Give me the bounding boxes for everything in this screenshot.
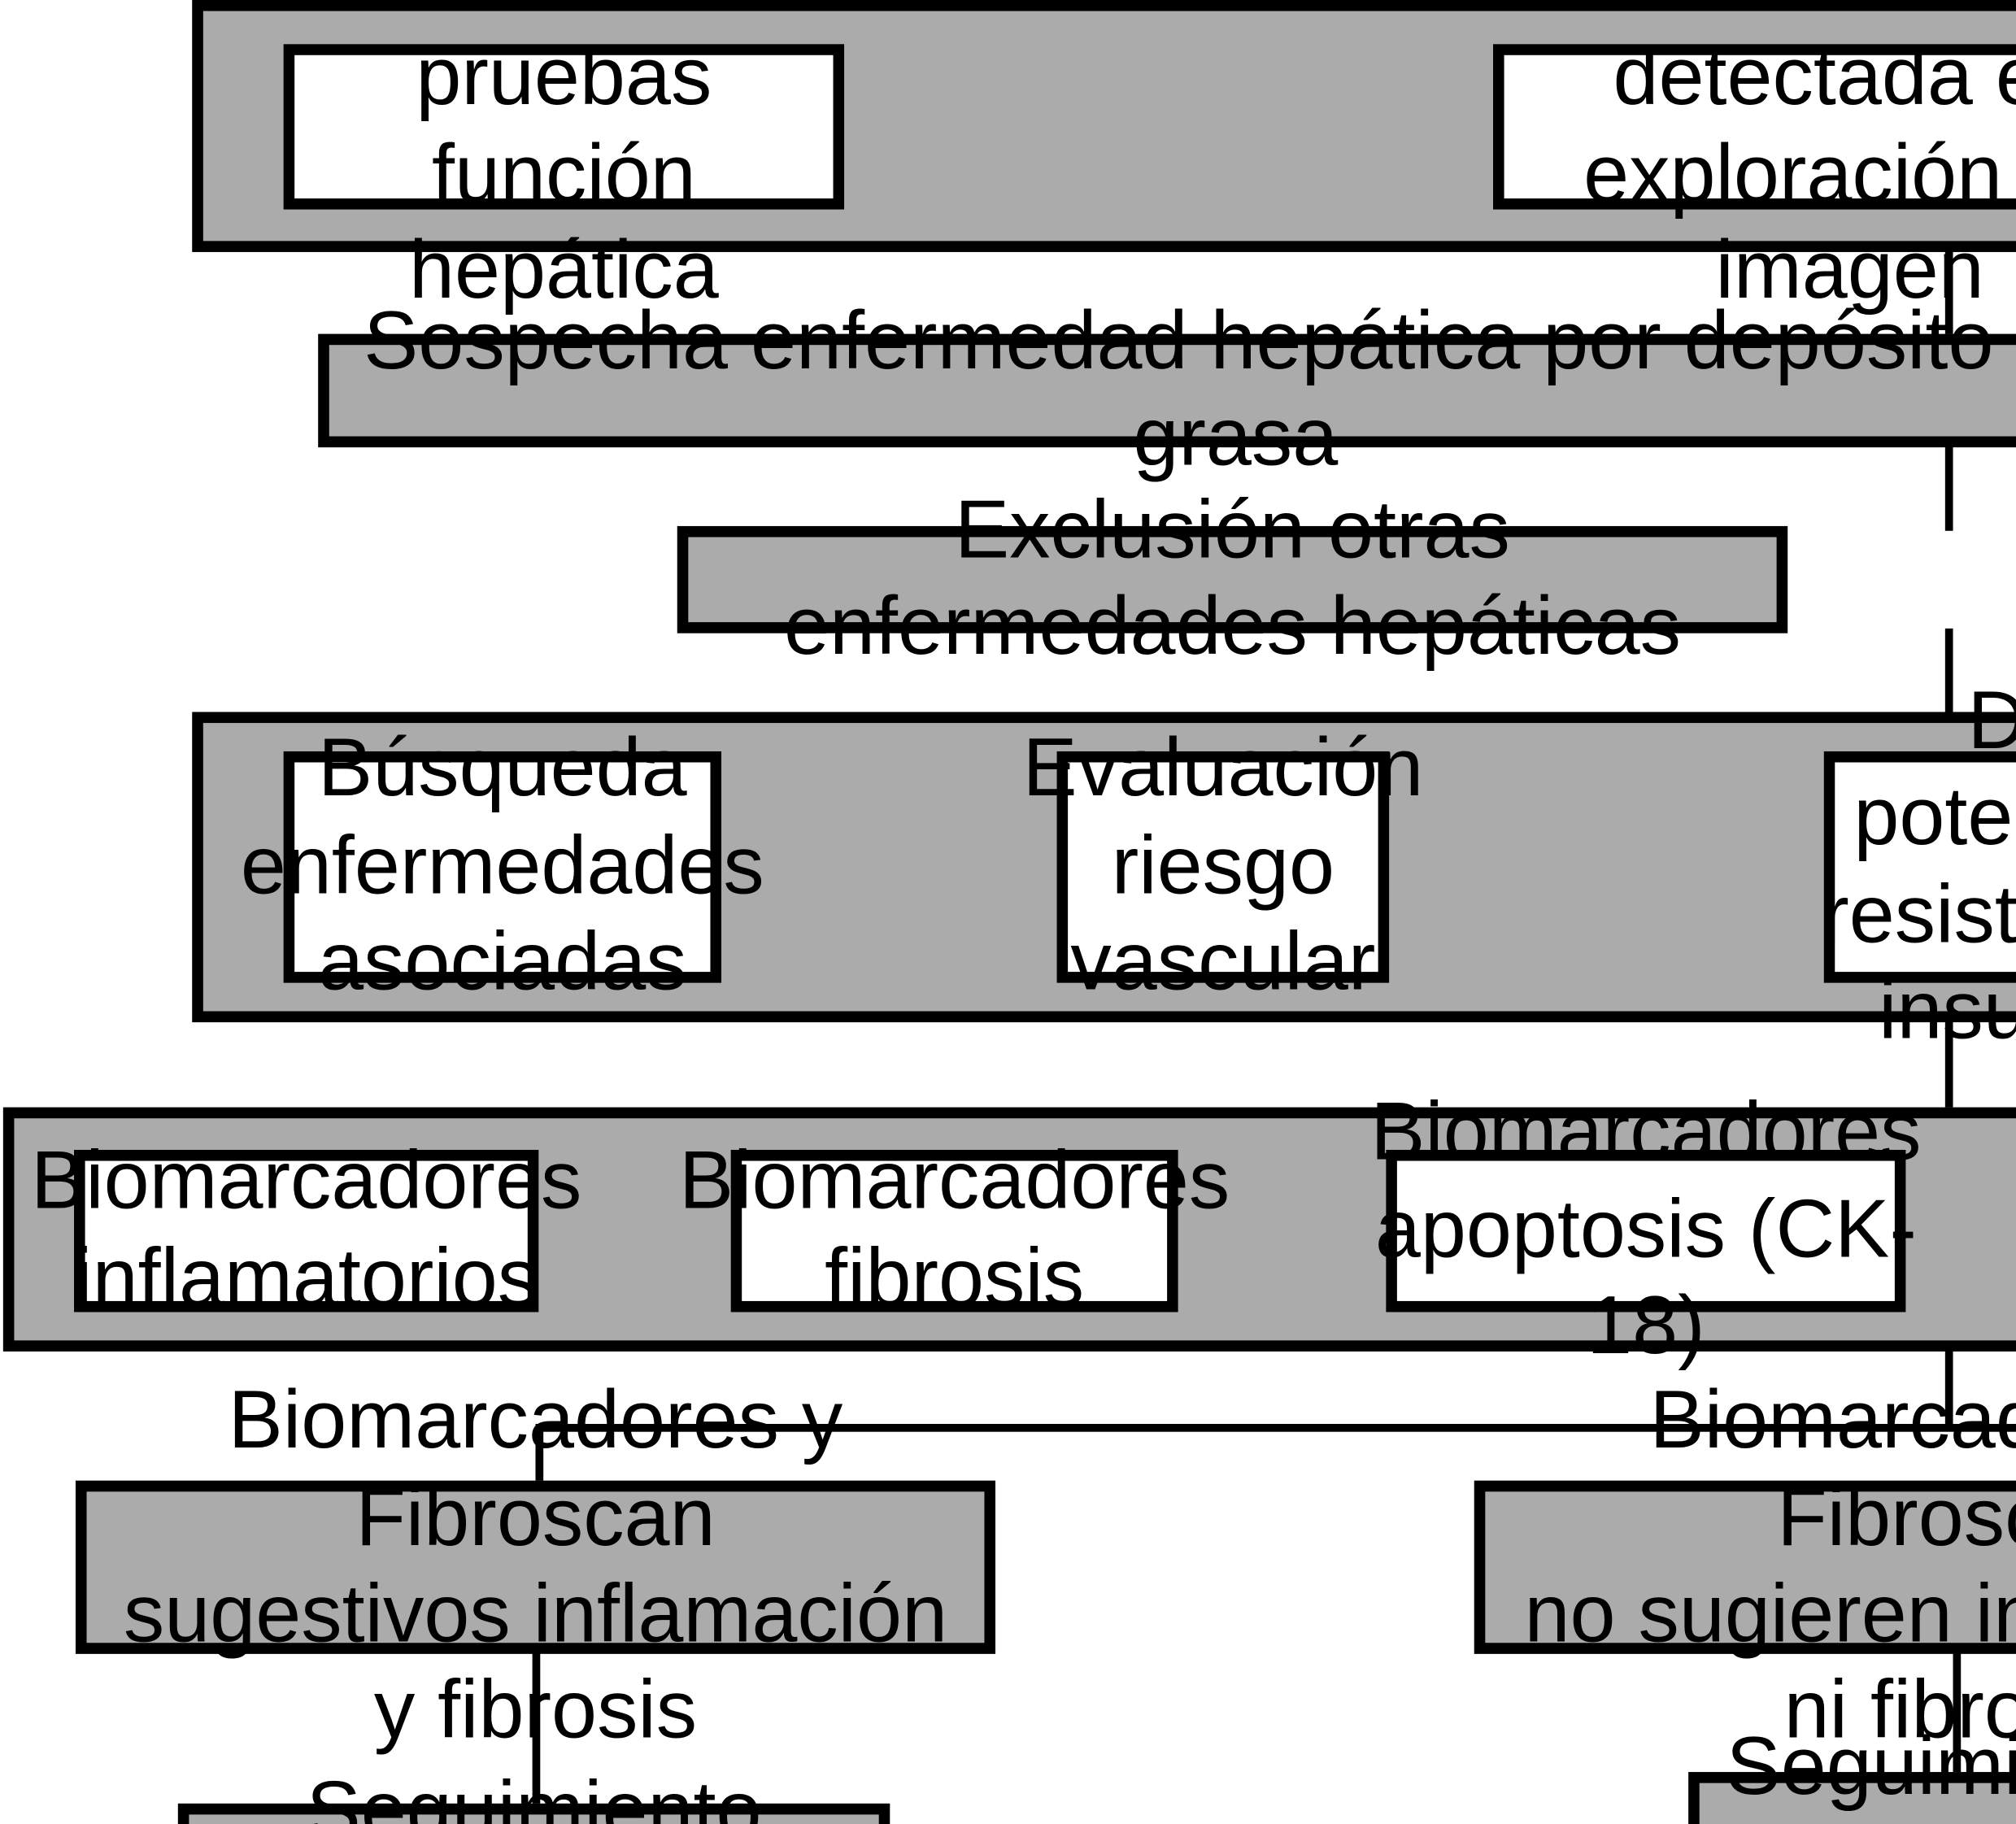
node-label: Evaluación riesgo vascular — [1022, 723, 1424, 1009]
node-biomarcadores-fibrosis[interactable]: Biomarcadores fibrosis — [679, 1136, 1230, 1324]
node-label: Sospecha enfermedad hepática por depósit… — [364, 295, 2016, 484]
node-seguimiento-atencion-primaria[interactable]: Seguimiento Atención primaria — [1688, 1722, 2016, 1824]
node-exclusion-otras-enfermedades[interactable]: Exclusión otras enfermedades hepáticas — [677, 485, 1788, 673]
connector-split-horizontal — [535, 1424, 2016, 1432]
node-label: Biomarcadores y Fibroscan no sugieren in… — [1524, 1375, 2016, 1757]
node-label: Biomarcadores inflamatorios — [31, 1135, 582, 1325]
node-label: Biomarcadores apoptosis (CK-18) — [1370, 1087, 1922, 1373]
node-biomarcadores-inflamatorios[interactable]: Biomarcadores inflamatorios — [31, 1136, 581, 1324]
node-sospecha-enfermedad-hepatica[interactable]: Sospecha enfermedad hepática por depósit… — [318, 295, 2016, 484]
node-alteracion-pruebas-funcion-hepatica[interactable]: Alteración pruebas función hepática — [283, 0, 845, 316]
node-label: Biomarcadores fibrosis — [678, 1135, 1230, 1325]
connector-split-left-drop — [535, 1424, 544, 1487]
node-biomarcadores-fibroscan-sugestivos[interactable]: Biomarcadores y Fibroscan sugestivos inf… — [75, 1376, 996, 1757]
node-label: Esteatosis detectada en exploración de i… — [1583, 0, 2016, 317]
node-label: Biomarcadores y Fibroscan sugestivos inf… — [123, 1375, 948, 1757]
connector-workup-to-biomarkers — [1944, 1017, 1953, 1112]
connector-negative-to-primary — [1953, 1648, 1962, 1775]
node-dx-potencial-resistencia-insulina[interactable]: Dx potencial resistencia insulina — [1822, 676, 2016, 1056]
node-biomarcadores-apoptosis-ck18[interactable]: Biomarcadores apoptosis (CK-18) — [1370, 1087, 1921, 1372]
connector-entry-to-suspicion — [1944, 247, 1953, 337]
node-label: Alteración pruebas función hepática — [381, 0, 746, 317]
connector-suspicion-to-exclusion — [1944, 442, 1953, 531]
node-label: Búsqueda enfermedades asociadas — [240, 723, 764, 1009]
node-busqueda-enfermedades-asociadas[interactable]: Búsqueda enfermedades asociadas — [241, 724, 764, 1008]
node-seguimiento-hepatologia[interactable]: Seguimiento Hepatología — [177, 1765, 890, 1824]
node-label: Dx potencial resistencia insulina — [1822, 676, 2016, 1057]
connector-positive-to-hepatology — [532, 1648, 541, 1809]
node-biomarcadores-fibroscan-no-sugieren[interactable]: Biomarcadores y Fibroscan no sugieren in… — [1474, 1376, 2016, 1757]
node-label: Seguimiento Hepatología — [306, 1765, 762, 1824]
node-label: Exclusión otras enfermedades hepáticas — [784, 484, 1681, 673]
node-evaluacion-riesgo-vascular[interactable]: Evaluación riesgo vascular — [1023, 724, 1424, 1008]
connector-exclusion-to-workup — [1944, 628, 1953, 717]
node-label: Seguimiento Atención primaria — [1726, 1722, 2016, 1824]
node-esteatosis-detectada-exploracion-imagen[interactable]: Esteatosis detectada en exploración de i… — [1493, 0, 2016, 316]
connector-biomarkers-to-split — [1944, 1347, 1953, 1427]
